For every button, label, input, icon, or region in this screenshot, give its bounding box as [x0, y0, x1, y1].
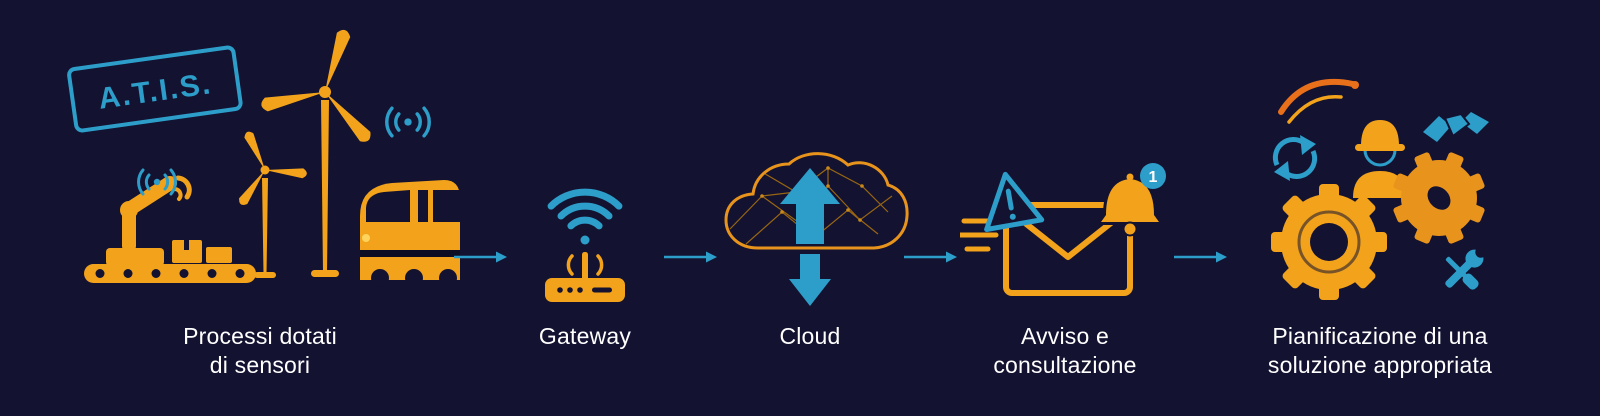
stage-label-gateway: Gateway [539, 322, 631, 386]
gateway-icon-area [510, 160, 660, 310]
stage-label-sensored-processes: Processi dotati di sensori [183, 322, 337, 386]
warning-triangle-icon [984, 171, 1045, 232]
stage-solution-planning: Pianificazione di una soluzione appropri… [1230, 0, 1530, 416]
handshake-icon [1423, 112, 1489, 142]
label-line: consultazione [993, 352, 1137, 378]
stage-sensored-processes: A.T.I.S. [67, 0, 460, 416]
flow-arrow-1 [450, 0, 510, 416]
flow-arrow-icon [904, 251, 957, 263]
wrench-icon [1445, 246, 1487, 288]
flow-arrow-icon [1174, 251, 1227, 263]
atis-stamp: A.T.I.S. [67, 45, 243, 133]
stage-alert-consultation: 1 Avviso e consultazione [960, 0, 1170, 416]
stage-label-cloud: Cloud [779, 322, 840, 386]
gateway-illustration [545, 188, 625, 302]
tools-icon [1445, 246, 1487, 290]
cloud-illustration [724, 152, 909, 306]
sensor-signal-icon [385, 106, 431, 138]
notification-bell-icon: 1 [1098, 163, 1166, 237]
label-line: Pianificazione di una [1272, 323, 1488, 349]
wifi-icon [547, 188, 623, 245]
label-line: soluzione appropriata [1267, 352, 1493, 378]
download-arrow-icon [789, 254, 831, 306]
cloud-icon-area [710, 124, 910, 310]
flow-arrow-3 [900, 0, 960, 416]
label-line: Processi dotati [183, 323, 337, 349]
flow-arrow-2 [660, 0, 720, 416]
swoosh-icon [1278, 78, 1359, 124]
planning-illustration [1271, 78, 1489, 300]
conveyor-icon [84, 240, 256, 283]
gear-large-icon [1271, 184, 1387, 300]
label-line: di sensori [209, 352, 311, 378]
wind-turbine-large-icon [261, 29, 371, 277]
stage-gateway: Gateway [510, 0, 660, 416]
label-line: Cloud [779, 323, 841, 349]
speed-lines-icon [960, 218, 999, 252]
planning-icon-area [1255, 70, 1505, 310]
stage-label-solution-planning: Pianificazione di una soluzione appropri… [1268, 322, 1492, 386]
flow-arrow-icon [454, 251, 507, 263]
flow-arrow-4 [1170, 0, 1230, 416]
upload-arrow-icon [780, 168, 840, 244]
sensored-processes-illustration: A.T.I.S. [67, 29, 460, 287]
stamp-text: A.T.I.S. [96, 67, 214, 116]
cloud-outline [724, 152, 909, 250]
envelope-icon [1003, 202, 1133, 296]
notification-badge [1140, 163, 1166, 189]
notification-count: 1 [1149, 169, 1158, 186]
stage-label-alert-consultation: Avviso e consultazione [993, 322, 1136, 386]
screwdriver-icon [1445, 256, 1479, 290]
stage-cloud: Cloud [720, 0, 909, 416]
router-icon [545, 252, 625, 302]
refresh-arrows-icon [1272, 135, 1318, 181]
worker-icon [1353, 120, 1407, 198]
train-icon [360, 180, 460, 287]
alert-icon-area: 1 [960, 155, 1170, 310]
flow-arrow-icon [664, 251, 717, 263]
wind-turbine-small-icon [239, 131, 307, 278]
gear-small-icon [1393, 152, 1485, 244]
alert-illustration: 1 [960, 163, 1166, 296]
sensored-processes-icon-area: A.T.I.S. [60, 10, 460, 310]
label-line: Gateway [538, 323, 632, 349]
label-line: Avviso e [1020, 323, 1110, 349]
